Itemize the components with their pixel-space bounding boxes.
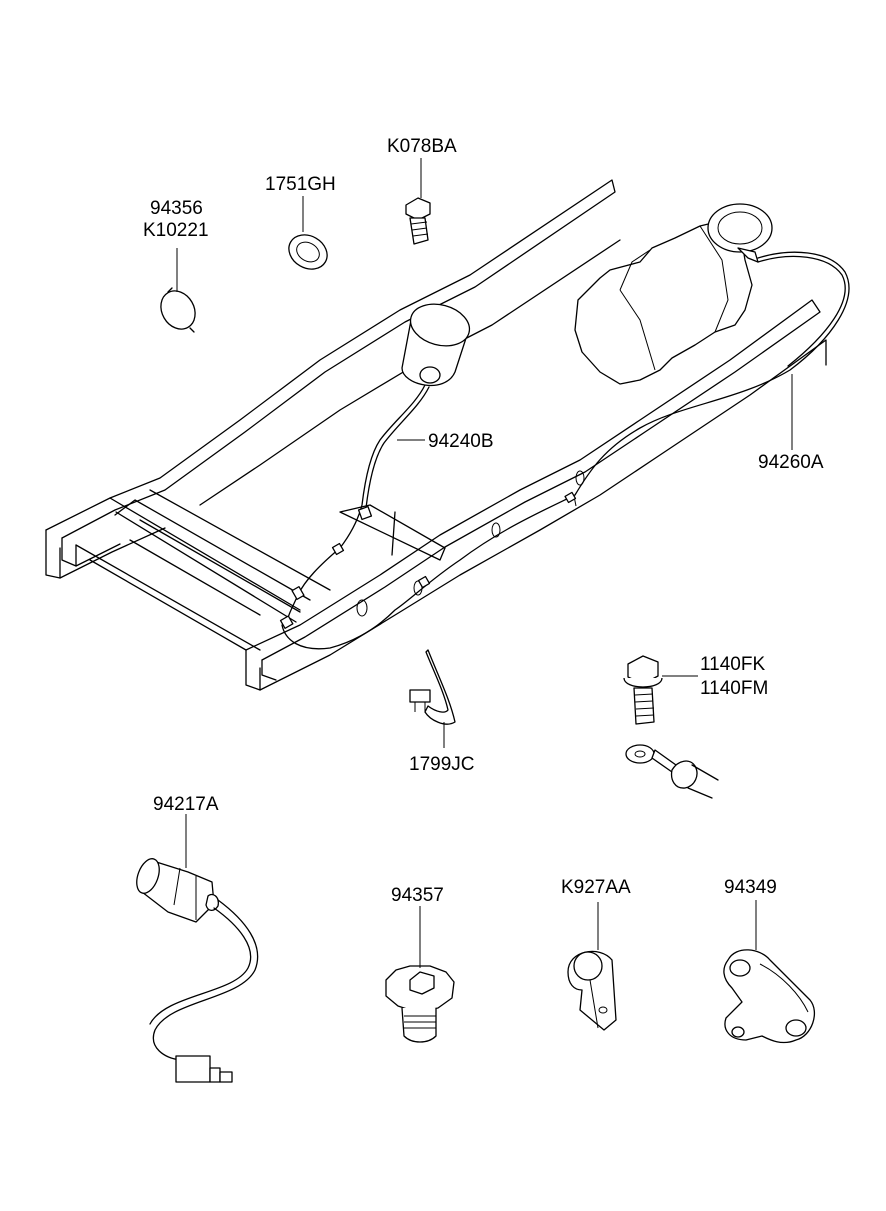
speed-sensor-94217a (136, 814, 259, 1083)
label-k10221: K10221 (143, 220, 209, 241)
seal-ring-1751gh (288, 196, 328, 270)
label-1799jc: 1799JC (409, 754, 475, 775)
label-1751gh: 1751GH (265, 174, 336, 195)
speedometer-cable (281, 251, 850, 650)
label-94240b: 94240B (428, 431, 494, 452)
cable-tie-1799jc (409, 649, 456, 748)
label-k078ba: K078BA (387, 136, 457, 157)
transmission (574, 203, 773, 385)
sensor-cable (279, 384, 430, 629)
clamp-k927aa (567, 902, 617, 1031)
label-1140fm: 1140FM (700, 678, 768, 699)
chassis-frame (45, 179, 827, 691)
speed-sensor-body (401, 303, 471, 387)
label-94217a: 94217A (153, 794, 219, 815)
bolt-1140fk (623, 655, 698, 725)
sleeve-94357 (385, 906, 455, 1043)
cover-94349 (723, 900, 815, 1044)
label-94260a: 94260A (758, 452, 824, 473)
plug-94356 (160, 248, 196, 333)
label-1140fk: 1140FK (700, 654, 765, 675)
part-labels: K078BA 1751GH 94356 K10221 94240B 94260A… (143, 136, 824, 906)
label-94349: 94349 (724, 877, 777, 898)
ground-terminal (625, 744, 719, 799)
label-94356: 94356 (150, 198, 203, 219)
bolt-k078ba (405, 158, 431, 245)
label-k927aa: K927AA (561, 877, 631, 898)
label-94357: 94357 (391, 885, 444, 906)
